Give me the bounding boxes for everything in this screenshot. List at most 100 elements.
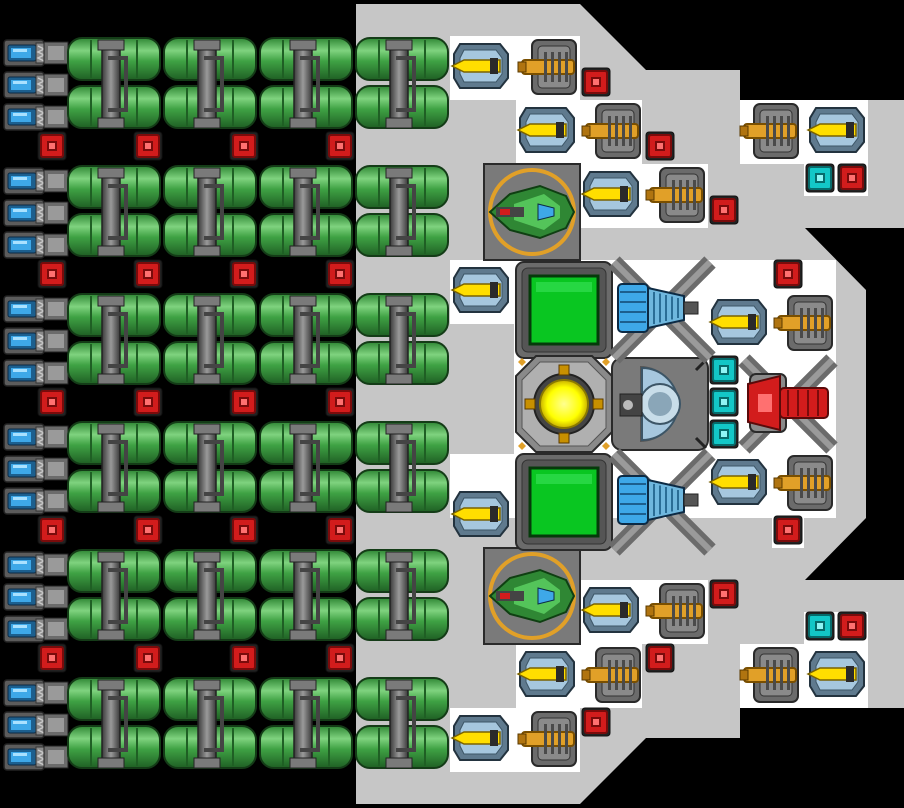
thruster-icon	[3, 103, 46, 131]
thruster-icon	[3, 359, 46, 387]
fuel-tank-icon	[163, 37, 257, 129]
armor-block-icon	[837, 163, 867, 193]
thruster-icon	[3, 295, 46, 323]
armor-block-icon	[325, 515, 355, 545]
fuel-tank-icon	[67, 37, 161, 129]
fuel-tank-icon	[67, 293, 161, 385]
armor-block-icon	[133, 515, 163, 545]
coupler	[43, 617, 69, 641]
armor-block-cyan-icon	[709, 387, 739, 417]
fuel-tank-icon	[259, 421, 353, 513]
thruster-icon	[3, 199, 46, 227]
fuel-tank-icon	[67, 549, 161, 641]
armor-block-cyan-icon	[805, 611, 835, 641]
drill-emitter-icon	[608, 448, 716, 556]
engine-bank	[0, 36, 449, 132]
thruster-icon	[3, 327, 46, 355]
fuel-tank-icon	[355, 293, 449, 385]
coupler	[43, 713, 69, 737]
fuel-tank-icon	[163, 293, 257, 385]
thruster-icon	[3, 71, 46, 99]
thruster-icon	[3, 551, 46, 579]
thruster-icon	[3, 743, 46, 771]
armor-block-icon	[229, 515, 259, 545]
shield-generator-icon	[611, 357, 709, 451]
coupler	[43, 361, 69, 385]
armor-block-icon	[133, 387, 163, 417]
thruster-icon	[3, 455, 46, 483]
engine-bank	[0, 164, 449, 260]
cannon-turret-icon	[581, 103, 641, 159]
fuel-tank-icon	[163, 421, 257, 513]
armor-block-icon	[37, 643, 67, 673]
armor-block-icon	[37, 259, 67, 289]
coupler	[43, 105, 69, 129]
coupler	[43, 681, 69, 705]
cannon-turret-icon	[645, 583, 705, 639]
missile-turret-icon	[516, 107, 575, 153]
coupler	[43, 297, 69, 321]
cannon-turret-icon	[739, 647, 799, 703]
armor-block-icon	[37, 387, 67, 417]
armor-block-icon	[709, 195, 739, 225]
coupler	[43, 585, 69, 609]
armor-block-icon	[133, 131, 163, 161]
coupler	[43, 489, 69, 513]
fuel-tank-icon	[355, 421, 449, 513]
armor-block-icon	[229, 259, 259, 289]
missile-turret-icon	[450, 715, 509, 761]
armor-block-icon	[37, 515, 67, 545]
coupler	[43, 73, 69, 97]
missile-turret-icon	[450, 43, 509, 89]
armor-block-cyan-icon	[709, 419, 739, 449]
thruster-icon	[3, 487, 46, 515]
thruster-icon	[3, 167, 46, 195]
armor-block-icon	[133, 643, 163, 673]
cannon-turret-icon	[517, 39, 577, 95]
armor-block-cyan-icon	[709, 355, 739, 385]
armor-block-icon	[581, 67, 611, 97]
armor-block-icon	[229, 387, 259, 417]
armor-block-icon	[581, 707, 611, 737]
armor-block-icon	[773, 515, 803, 545]
missile-turret-icon	[708, 299, 767, 345]
thruster-icon	[3, 711, 46, 739]
missile-turret-icon	[806, 651, 865, 697]
thruster-icon	[3, 231, 46, 259]
fuel-tank-icon	[355, 37, 449, 129]
fuel-tank-icon	[259, 165, 353, 257]
fuel-tank-icon	[67, 677, 161, 769]
armor-block-icon	[325, 387, 355, 417]
missile-turret-icon	[580, 587, 639, 633]
cannon-turret-icon	[645, 167, 705, 223]
fuel-tank-icon	[163, 677, 257, 769]
fuel-tank-icon	[259, 677, 353, 769]
thruster-icon	[3, 679, 46, 707]
coupler	[43, 41, 69, 65]
armor-block-icon	[229, 643, 259, 673]
cannon-turret-icon	[581, 647, 641, 703]
thruster-icon	[3, 39, 46, 67]
engine-bank	[0, 420, 449, 516]
fuel-tank-icon	[259, 293, 353, 385]
armor-block-icon	[229, 131, 259, 161]
cannon-turret-icon	[773, 455, 833, 511]
fuel-tank-icon	[259, 549, 353, 641]
armor-block-icon	[133, 259, 163, 289]
reactor-core-icon	[515, 355, 613, 453]
engine-bank	[0, 676, 449, 772]
armor-block-icon	[837, 611, 867, 641]
armor-block-icon	[37, 131, 67, 161]
fighter-bay-icon	[483, 163, 581, 261]
battery-icon	[515, 261, 613, 359]
fighter-bay-icon	[483, 547, 581, 645]
fuel-tank-icon	[259, 37, 353, 129]
cannon-turret-icon	[739, 103, 799, 159]
coupler	[43, 457, 69, 481]
missile-turret-icon	[708, 459, 767, 505]
thruster-icon	[3, 423, 46, 451]
beam-weapon-icon	[738, 354, 838, 454]
engine-bank	[0, 548, 449, 644]
coupler	[43, 329, 69, 353]
